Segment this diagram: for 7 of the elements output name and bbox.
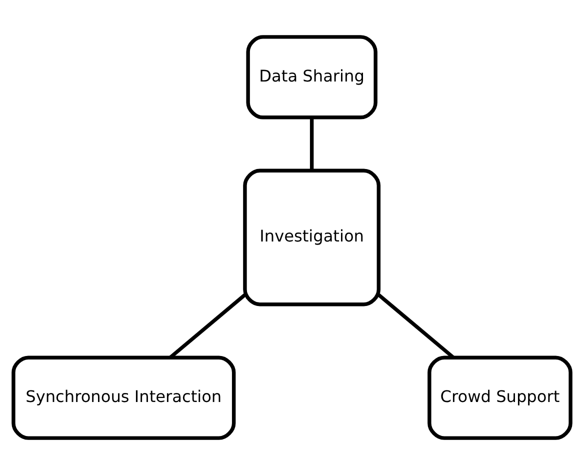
connector: [377, 293, 455, 359]
node-box: Investigation: [243, 168, 381, 306]
connector: [310, 117, 314, 170]
node-box: Synchronous Interaction: [12, 356, 236, 440]
node-box: Crowd Support: [428, 356, 572, 440]
node-box: Data Sharing: [246, 35, 378, 120]
connector: [169, 293, 246, 359]
